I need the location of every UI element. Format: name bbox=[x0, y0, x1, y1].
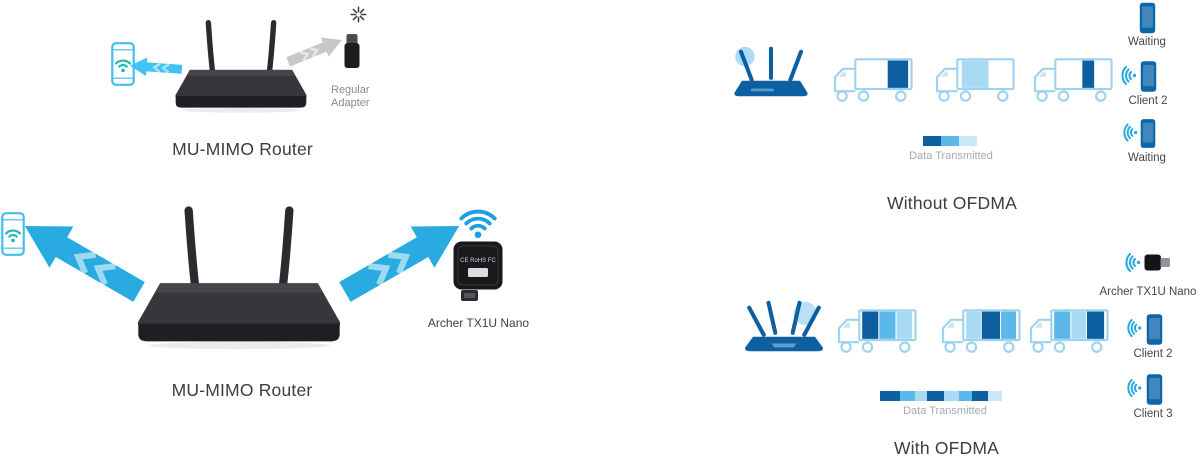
mu-mimo-router-title: MU-MIMO Router bbox=[172, 139, 313, 159]
bar-segment bbox=[923, 136, 941, 146]
client-device-icon bbox=[1140, 60, 1157, 93]
with-ofdma-title: With OFDMA bbox=[893, 438, 1000, 458]
router-icon bbox=[742, 299, 826, 357]
signal-waves-icon bbox=[1126, 316, 1142, 340]
cargo-segment bbox=[981, 311, 1001, 339]
truck-icon bbox=[1024, 306, 1110, 356]
truck-icon bbox=[1028, 55, 1114, 105]
regular-adapter-icon bbox=[344, 34, 360, 68]
client-label: Client 2 bbox=[1128, 95, 1168, 107]
cargo-segment bbox=[1054, 311, 1071, 339]
signal-waves-icon bbox=[1126, 376, 1142, 400]
nano-adapter-icon: CE RoHS FC bbox=[453, 241, 503, 301]
client-device-icon bbox=[1146, 373, 1163, 406]
regular-adapter-label: Regular Adapter bbox=[331, 84, 370, 109]
archer-nano-label: Archer TX1U Nano bbox=[427, 316, 530, 330]
data-transmitted-bar bbox=[880, 391, 1002, 401]
signal-waves-icon bbox=[1120, 63, 1137, 88]
nano-adapter-icon bbox=[1144, 254, 1170, 271]
cargo-segment bbox=[896, 311, 913, 339]
mu-mimo-nano-adapter-scene: CE RoHS FC Archer TX1U Nano MU-MIMO Rout… bbox=[0, 0, 530, 400]
mu-mimo-router-title: MU-MIMO Router bbox=[171, 380, 313, 400]
signal-waves-icon bbox=[1122, 121, 1138, 144]
client-label: Waiting bbox=[1128, 152, 1166, 164]
cargo-segment bbox=[966, 311, 981, 339]
client-label: Archer TX1U Nano bbox=[1099, 286, 1197, 298]
data-transmitted-label: Data Transmitted bbox=[909, 150, 993, 162]
sparkle-icon bbox=[350, 6, 367, 23]
bar-segment bbox=[959, 391, 972, 401]
without-ofdma-scene: Data Transmitted Waiting Client 2 Waitin… bbox=[0, 0, 1168, 213]
router-icon bbox=[731, 44, 811, 104]
truck-icon bbox=[832, 306, 918, 356]
cargo-segment bbox=[961, 60, 989, 88]
client-device-icon bbox=[1146, 313, 1163, 346]
cargo-segment bbox=[1086, 311, 1105, 339]
client-device-icon bbox=[1140, 118, 1156, 149]
bar-segment bbox=[900, 391, 915, 401]
cargo-segment bbox=[1001, 311, 1017, 339]
truck-icon bbox=[828, 55, 914, 105]
bar-segment bbox=[988, 391, 1002, 401]
truck-icon bbox=[936, 306, 1022, 356]
bar-segment bbox=[959, 136, 977, 146]
bar-segment bbox=[880, 391, 900, 401]
adapter-markings: CE RoHS FC bbox=[460, 258, 496, 264]
bar-segment bbox=[944, 391, 959, 401]
truck-icon bbox=[930, 55, 1016, 105]
mu-mimo-regular-adapter-scene: Regular Adapter MU-MIMO Router bbox=[0, 0, 600, 175]
bar-segment bbox=[915, 391, 927, 401]
cargo-segment bbox=[1071, 311, 1086, 339]
bar-segment bbox=[927, 391, 944, 401]
data-transmitted-label: Data Transmitted bbox=[903, 405, 987, 417]
bar-segment bbox=[972, 391, 988, 401]
client-device-icon bbox=[1139, 2, 1156, 34]
client-label: Client 3 bbox=[1133, 408, 1173, 420]
without-ofdma-title: Without OFDMA bbox=[887, 193, 1017, 213]
client-label: Waiting bbox=[1128, 36, 1166, 48]
bar-segment bbox=[941, 136, 959, 146]
data-transmitted-bar bbox=[923, 136, 977, 146]
cargo-segment bbox=[879, 311, 896, 339]
signal-waves-icon bbox=[1124, 250, 1141, 275]
with-ofdma-scene: Data Transmitted Archer TX1U Nano Client… bbox=[0, 230, 1200, 458]
cargo-segment bbox=[887, 60, 909, 88]
cargo-segment bbox=[1082, 60, 1095, 88]
client-label: Client 2 bbox=[1133, 348, 1173, 360]
cargo-segment bbox=[862, 311, 879, 339]
